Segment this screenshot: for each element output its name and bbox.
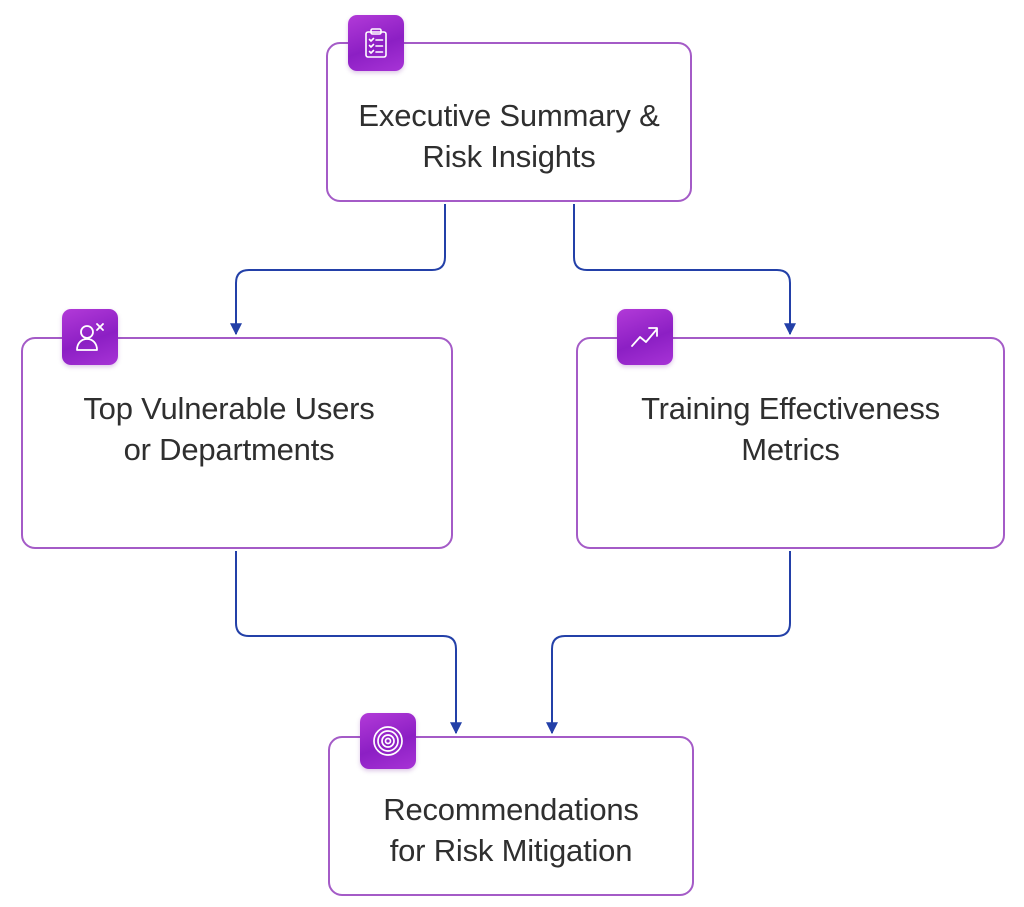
node-label-line: for Risk Mitigation bbox=[389, 833, 633, 868]
user-remove-icon bbox=[62, 309, 118, 365]
node-label-line: Top Vulnerable Users bbox=[83, 391, 375, 426]
node-executive-summary-label: Executive Summary & Risk Insights bbox=[358, 95, 659, 177]
node-top-vulnerable-label: Top Vulnerable Users or Departments bbox=[83, 388, 374, 470]
node-recommendations-label: Recommendations for Risk Mitigation bbox=[383, 789, 639, 871]
node-label-line: Recommendations bbox=[383, 792, 639, 827]
node-training-effectiveness: Training Effectiveness Metrics bbox=[576, 337, 1005, 549]
node-label-line: Training Effectiveness bbox=[641, 391, 940, 426]
node-training-effectiveness-label: Training Effectiveness Metrics bbox=[641, 388, 940, 470]
node-executive-summary: Executive Summary & Risk Insights bbox=[326, 42, 692, 202]
node-label-line: Executive Summary & bbox=[358, 98, 660, 133]
connector-exec-to-vulnerable bbox=[230, 204, 446, 336]
node-label-line: Metrics bbox=[741, 432, 840, 467]
node-label-line: or Departments bbox=[123, 432, 335, 467]
node-top-vulnerable: Top Vulnerable Users or Departments bbox=[21, 337, 453, 549]
connector-training-to-recommendations bbox=[546, 551, 791, 735]
connector-vulnerable-to-recommendations bbox=[235, 551, 462, 735]
target-icon bbox=[360, 713, 416, 769]
trend-up-icon bbox=[617, 309, 673, 365]
connector-exec-to-training bbox=[573, 204, 796, 336]
clipboard-checklist-icon bbox=[348, 15, 404, 71]
node-label-line: Risk Insights bbox=[422, 139, 596, 174]
